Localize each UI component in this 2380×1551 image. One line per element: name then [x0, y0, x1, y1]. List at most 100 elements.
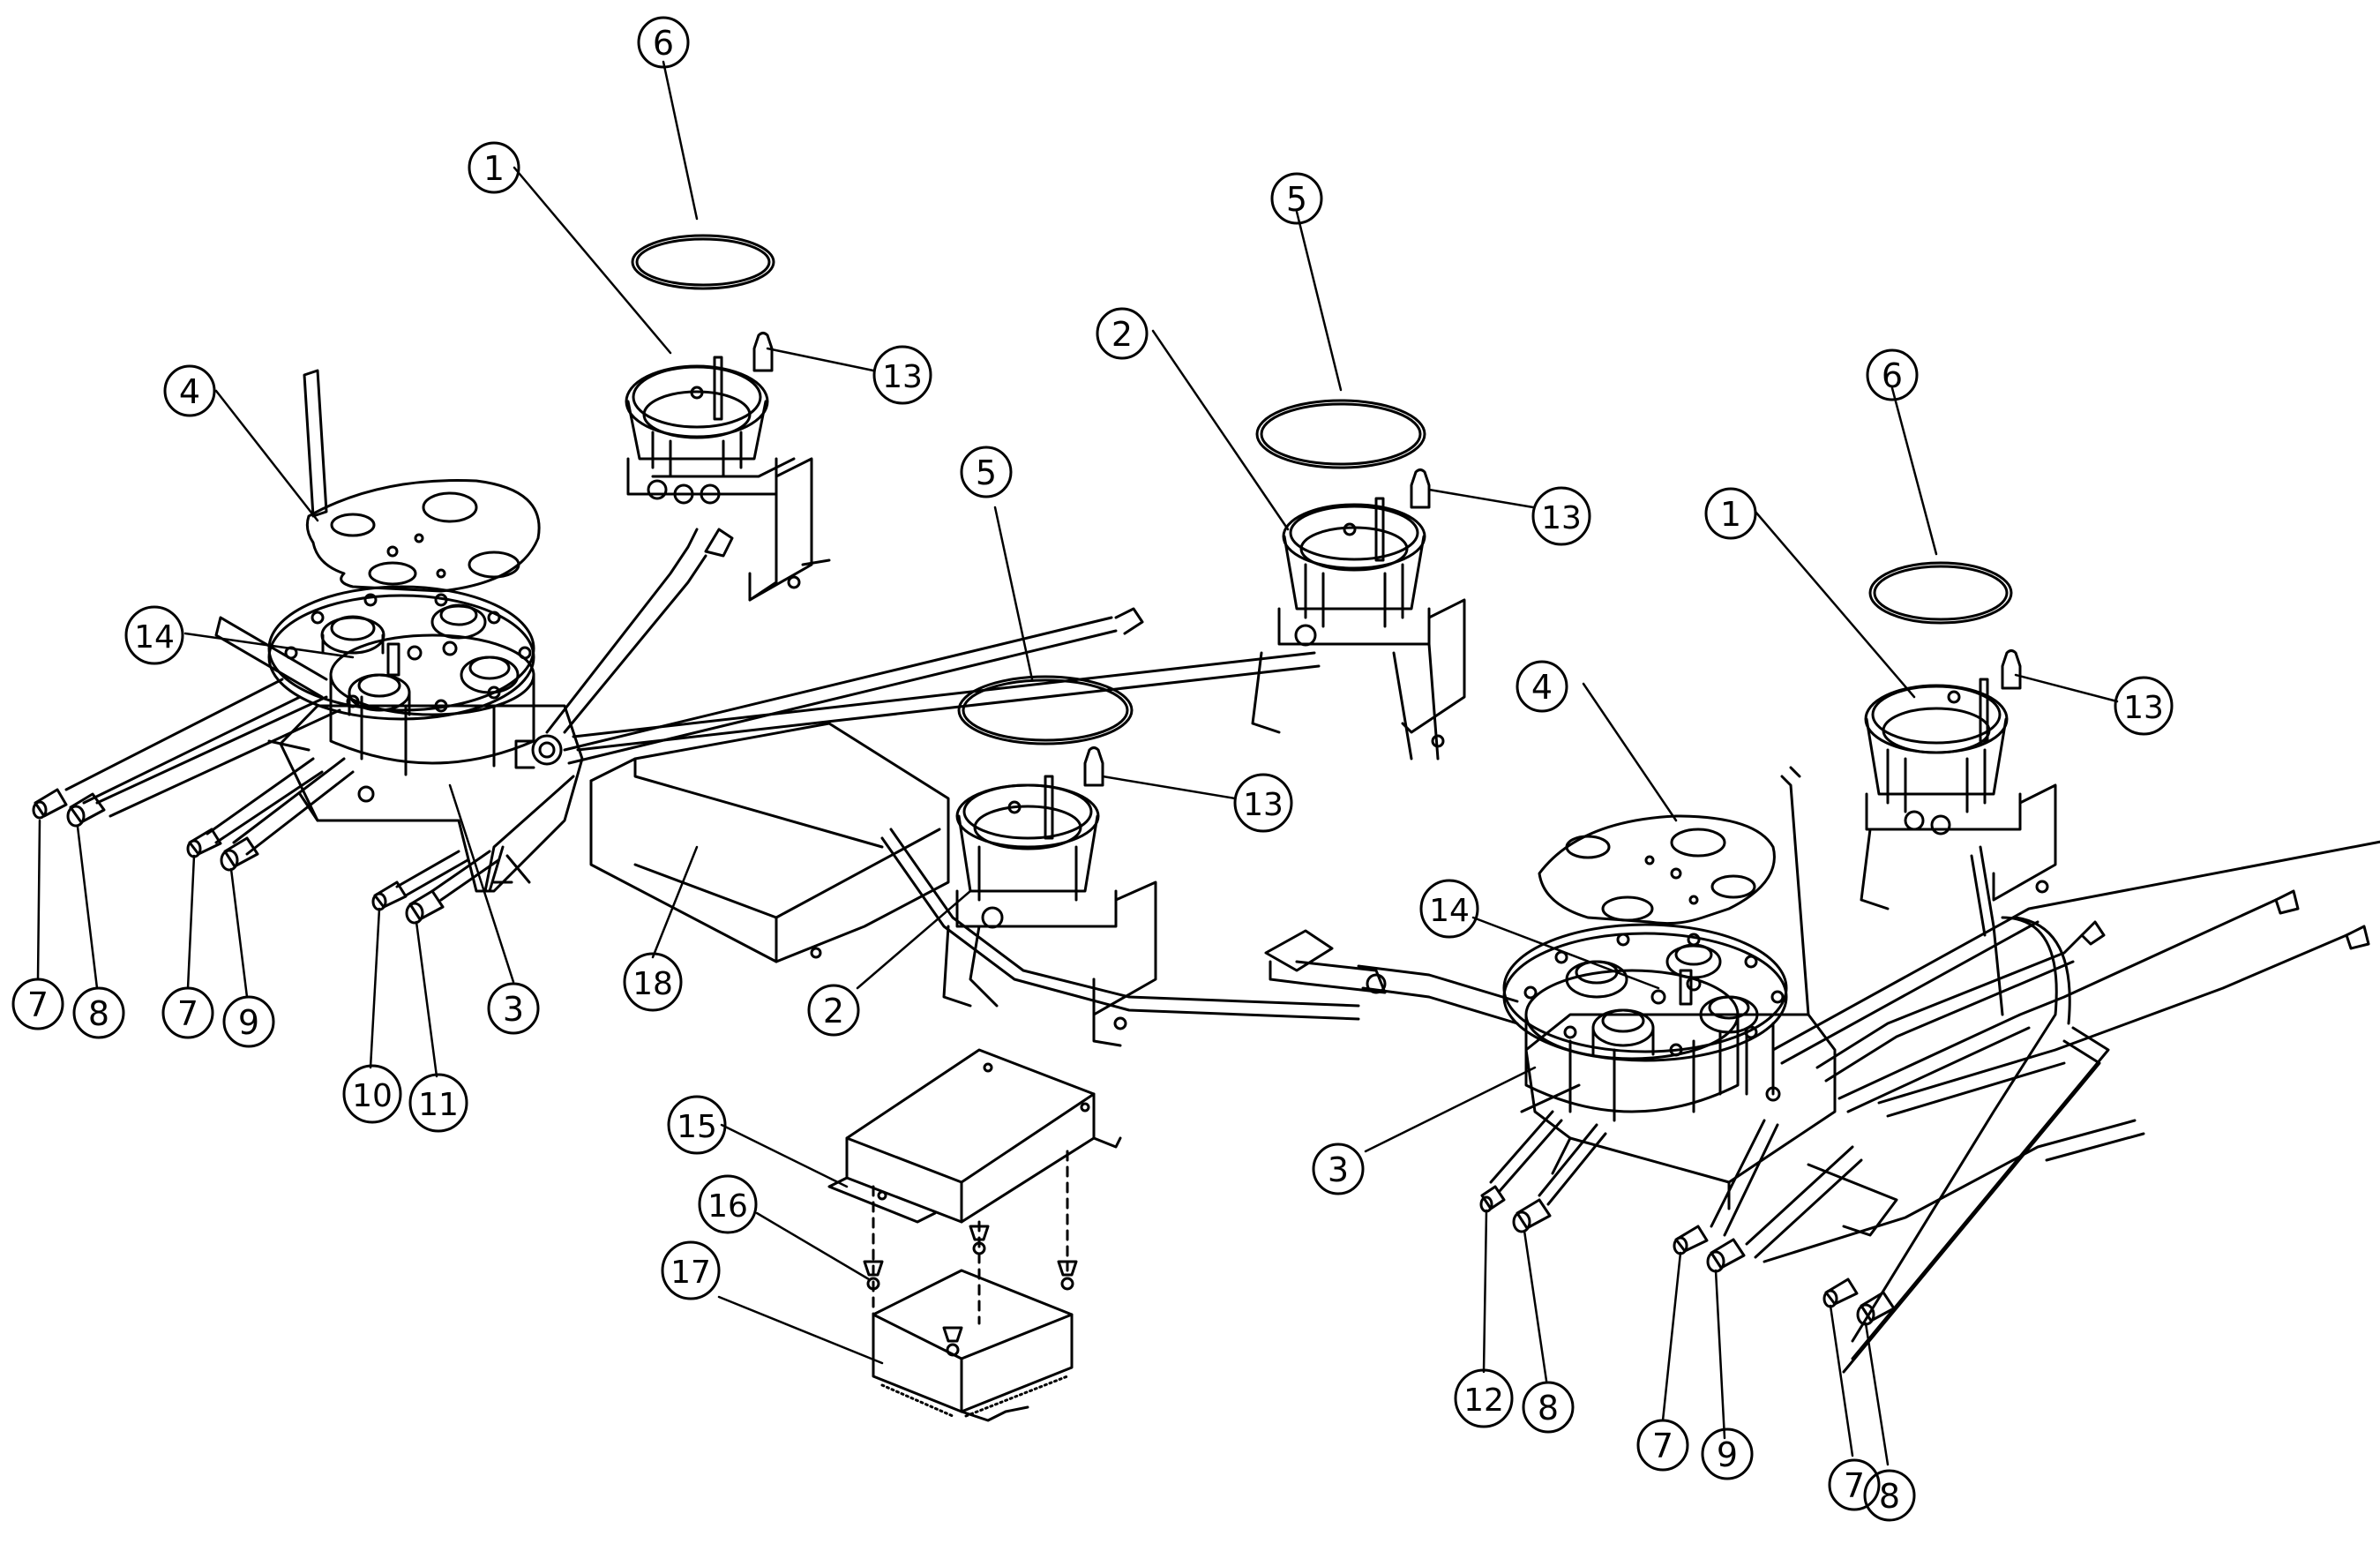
callout-label: 8 — [1538, 1389, 1559, 1427]
callout-label: 9 — [238, 1003, 259, 1042]
callout-7: 7 — [161, 986, 214, 1039]
callout-3: 3 — [487, 982, 540, 1035]
callout-1: 1 — [1704, 487, 1757, 540]
callout-9: 9 — [222, 995, 275, 1048]
callout-label: 7 — [177, 994, 198, 1033]
o-ring-6-left — [631, 234, 775, 290]
cover-shield-18 — [589, 722, 950, 963]
callout-18: 18 — [623, 952, 683, 1012]
callout-5: 5 — [1270, 172, 1323, 225]
pilot-cup-2-top — [1251, 468, 1466, 761]
leader-lines — [36, 60, 2119, 1466]
callout-label: 5 — [1286, 180, 1307, 219]
fitting-9-left — [220, 836, 259, 872]
callout-label: 4 — [179, 372, 200, 411]
callout-5: 5 — [960, 446, 1013, 498]
callout-13: 13 — [872, 345, 932, 405]
heat-shield-plate-left — [303, 369, 541, 593]
callout-3: 3 — [1312, 1143, 1365, 1195]
callout-8: 8 — [1863, 1469, 1916, 1522]
callout-label: 7 — [1652, 1427, 1673, 1465]
callout-7: 7 — [1636, 1419, 1689, 1472]
callout-6: 6 — [1866, 348, 1919, 401]
callout-label: 13 — [882, 359, 923, 395]
callout-11: 11 — [408, 1073, 468, 1133]
callout-label: 13 — [2123, 690, 2164, 726]
callout-6: 6 — [637, 16, 690, 69]
fitting-7-right-1 — [1673, 1225, 1709, 1255]
gas-lines-right — [1479, 766, 2380, 1374]
heat-shield-plate-right — [1538, 814, 1776, 925]
callout-label: 17 — [670, 1255, 711, 1291]
o-ring-5-middle — [957, 675, 1134, 746]
callout-7: 7 — [11, 978, 64, 1030]
callout-14: 14 — [124, 605, 184, 665]
o-ring-5-middle-inner — [962, 678, 1129, 742]
fitting-8-right-1 — [1512, 1198, 1552, 1233]
callout-13: 13 — [1531, 486, 1591, 546]
callout-8: 8 — [1522, 1381, 1575, 1434]
callouts: 6 1 5 2 6 1 13 13 13 13 4 5 4 14 14 7 8 … — [11, 16, 2174, 1522]
callout-4: 4 — [1516, 660, 1568, 713]
fitting-11 — [405, 889, 445, 925]
callout-label: 4 — [1531, 668, 1553, 707]
callout-label: 16 — [707, 1188, 748, 1225]
callout-label: 3 — [503, 990, 524, 1029]
control-module-17 — [872, 1269, 1074, 1422]
pilot-cup-1-right — [1860, 649, 2057, 910]
callout-label: 8 — [1879, 1477, 1900, 1516]
callout-label: 6 — [1882, 356, 1903, 395]
callout-10: 10 — [342, 1064, 402, 1124]
callout-label: 8 — [88, 994, 109, 1033]
callout-8: 8 — [72, 986, 125, 1039]
fitting-7-right-2 — [1822, 1278, 1859, 1308]
callout-2: 2 — [1096, 307, 1149, 360]
pilot-cup-1-left — [625, 332, 831, 602]
callout-label: 7 — [1844, 1466, 1865, 1505]
callout-7: 7 — [1828, 1458, 1881, 1511]
standoff-16 — [863, 1225, 1078, 1357]
callout-label: 6 — [653, 24, 674, 63]
o-ring-5-top — [1255, 399, 1426, 469]
callout-12: 12 — [1454, 1368, 1514, 1428]
interconnect-tubing — [545, 528, 1360, 1021]
callout-14: 14 — [1419, 879, 1479, 939]
callout-label: 14 — [134, 619, 175, 656]
callout-label: 1 — [483, 149, 505, 188]
fitting-10 — [371, 880, 408, 911]
fitting-7-left-1 — [32, 788, 68, 820]
manifold-body-left — [267, 585, 584, 893]
callout-label: 3 — [1328, 1150, 1349, 1189]
o-ring-6-right — [1868, 561, 2013, 625]
manifold-body-right — [1502, 923, 1837, 1210]
callout-9: 9 — [1701, 1427, 1754, 1480]
control-box-cover-15 — [827, 1048, 1122, 1325]
callout-label: 14 — [1429, 893, 1470, 929]
callout-label: 2 — [823, 992, 844, 1030]
callout-label: 18 — [632, 966, 673, 1002]
o-ring-5-top-inner — [1260, 402, 1422, 466]
callout-16: 16 — [698, 1174, 758, 1234]
callout-label: 7 — [27, 985, 49, 1024]
callout-label: 13 — [1243, 787, 1284, 823]
callout-13: 13 — [1233, 773, 1293, 833]
callout-13: 13 — [2114, 676, 2174, 736]
gas-lines-left — [32, 616, 500, 925]
callout-label: 11 — [418, 1087, 459, 1123]
fitting-8-left-1 — [66, 792, 106, 828]
callout-4: 4 — [163, 364, 216, 417]
callout-17: 17 — [661, 1240, 721, 1300]
callout-label: 13 — [1541, 500, 1582, 536]
callout-1: 1 — [468, 141, 520, 194]
fitting-9-right — [1706, 1238, 1746, 1273]
callout-label: 12 — [1463, 1382, 1504, 1419]
callout-2: 2 — [807, 984, 860, 1037]
callout-label: 1 — [1720, 495, 1741, 534]
callout-label: 15 — [677, 1109, 717, 1145]
callout-label: 5 — [976, 453, 997, 492]
callout-15: 15 — [667, 1095, 727, 1155]
pilot-cup-2-middle — [942, 746, 1157, 1047]
callout-label: 2 — [1111, 315, 1133, 354]
